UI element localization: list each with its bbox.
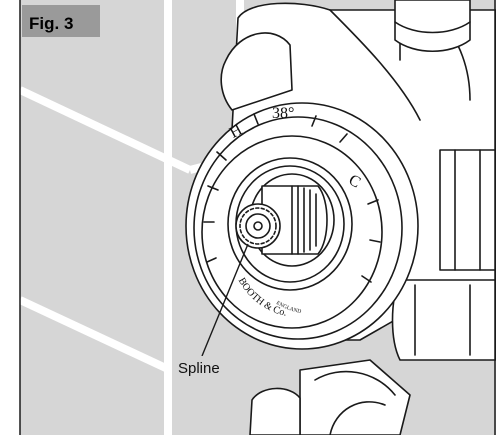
spline-callout-bg bbox=[176, 356, 238, 378]
dial-tick-marks bbox=[203, 113, 381, 283]
dial-temperature-label: 38° bbox=[272, 105, 294, 122]
spindle-splines bbox=[291, 185, 317, 255]
figure-label-box bbox=[22, 5, 100, 37]
figure-label: Fig. 3 bbox=[29, 14, 73, 33]
temperature-dial: H 38° C BOOTH & Co. ENGLAND bbox=[185, 102, 419, 350]
spline-callout-label: Spline bbox=[178, 360, 220, 377]
spline-leader-line bbox=[201, 243, 249, 357]
spline-gear bbox=[235, 203, 281, 249]
